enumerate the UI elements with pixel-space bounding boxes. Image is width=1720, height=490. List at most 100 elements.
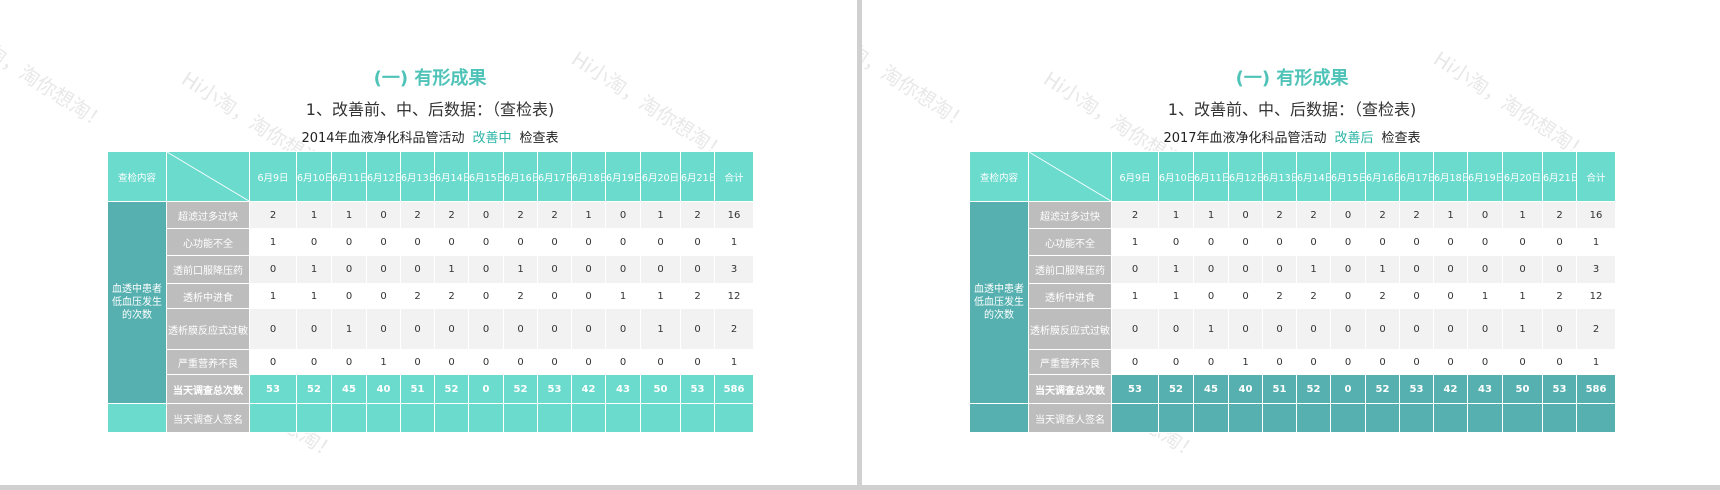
group-blank-cell	[969, 403, 1029, 433]
signature-cell[interactable]	[1193, 403, 1229, 433]
signature-cell[interactable]	[1111, 403, 1159, 433]
row-label: 透前口服降压药	[1028, 255, 1112, 284]
column-header: 6月15日	[1330, 151, 1366, 202]
value-cell: 0	[1502, 255, 1543, 284]
value-cell: 0	[680, 349, 715, 375]
value-cell: 1	[1111, 283, 1159, 309]
signature-cell[interactable]	[503, 403, 538, 433]
value-cell: 0	[1296, 349, 1331, 375]
signature-cell[interactable]	[1433, 403, 1468, 433]
value-cell: 0	[1330, 228, 1366, 256]
signature-cell[interactable]	[680, 403, 715, 433]
value-cell: 0	[503, 349, 538, 375]
bottom-bar	[0, 485, 1720, 490]
value-cell: 1	[366, 349, 401, 375]
value-cell: 0	[296, 308, 332, 350]
value-cell: 0	[1296, 228, 1331, 256]
value-cell: 0	[296, 349, 332, 375]
signature-cell[interactable]	[640, 403, 681, 433]
value-cell: 0	[640, 255, 681, 284]
value-cell: 0	[1365, 308, 1400, 350]
value-cell: 1	[296, 255, 332, 284]
value-cell: 0	[1228, 201, 1263, 229]
signature-cell[interactable]	[571, 403, 606, 433]
signature-cell[interactable]	[400, 403, 435, 433]
value-cell: 0	[503, 308, 538, 350]
signature-cell[interactable]	[1158, 403, 1194, 433]
slide-divider	[857, 0, 862, 490]
row-label: 当天调查总次数	[166, 374, 250, 404]
value-cell: 0	[640, 349, 681, 375]
total-cell: 45	[331, 374, 367, 404]
value-cell: 0	[1365, 349, 1400, 375]
signature-cell[interactable]	[1365, 403, 1400, 433]
total-cell: 51	[400, 374, 435, 404]
caption-highlight: 改善中	[472, 131, 512, 146]
value-cell: 0	[331, 283, 367, 309]
corner-label: 查检内容	[107, 151, 167, 202]
signature-cell[interactable]	[1262, 403, 1297, 433]
value-cell: 1	[1111, 228, 1159, 256]
total-cell: 52	[296, 374, 332, 404]
signature-cell[interactable]	[1399, 403, 1434, 433]
column-header: 6月14日	[1296, 151, 1331, 202]
total-cell: 53	[249, 374, 297, 404]
column-header: 6月21日	[680, 151, 715, 202]
value-cell: 0	[605, 255, 641, 284]
value-cell: 0	[537, 349, 572, 375]
value-cell: 0	[571, 228, 606, 256]
column-header: 6月9日	[249, 151, 297, 202]
row-label: 严重营养不良	[1028, 349, 1112, 375]
total-cell: 52	[1365, 374, 1400, 404]
signature-cell[interactable]	[249, 403, 297, 433]
value-cell: 0	[1296, 308, 1331, 350]
total-cell: 50	[1502, 374, 1543, 404]
signature-cell[interactable]	[1296, 403, 1331, 433]
value-cell: 2	[503, 201, 538, 229]
signature-cell[interactable]	[1467, 403, 1503, 433]
value-cell: 0	[1399, 228, 1434, 256]
value-cell: 1	[605, 283, 641, 309]
signature-cell[interactable]	[605, 403, 641, 433]
signature-cell[interactable]	[714, 403, 754, 433]
value-cell: 0	[1158, 349, 1194, 375]
group-label: 血透中患者低血压发生的次数	[969, 201, 1029, 404]
signature-cell[interactable]	[1228, 403, 1263, 433]
row-label: 当天调查人签名	[1028, 403, 1112, 433]
value-cell: 0	[434, 308, 469, 350]
value-cell: 0	[1542, 349, 1577, 375]
caption-suffix: 检查表	[1381, 131, 1421, 146]
value-cell: 0	[680, 308, 715, 350]
value-cell: 1	[640, 283, 681, 309]
signature-cell[interactable]	[1576, 403, 1616, 433]
signature-cell[interactable]	[331, 403, 367, 433]
value-cell: 2	[434, 283, 469, 309]
signature-cell[interactable]	[1542, 403, 1577, 433]
total-cell: 586	[1576, 374, 1616, 404]
value-cell: 2	[400, 283, 435, 309]
signature-cell[interactable]	[434, 403, 469, 433]
value-cell: 0	[1111, 255, 1159, 284]
signature-cell[interactable]	[1330, 403, 1366, 433]
value-cell: 0	[1262, 255, 1297, 284]
column-header: 6月21日	[1542, 151, 1577, 202]
signature-cell[interactable]	[537, 403, 572, 433]
column-header: 6月17日	[537, 151, 572, 202]
total-cell: 52	[1296, 374, 1331, 404]
value-cell: 0	[1433, 255, 1468, 284]
row-label: 严重营养不良	[166, 349, 250, 375]
value-cell: 0	[1433, 283, 1468, 309]
signature-cell[interactable]	[296, 403, 332, 433]
section-title: (一) 有形成果	[1235, 68, 1349, 89]
signature-cell[interactable]	[366, 403, 401, 433]
signature-cell[interactable]	[468, 403, 504, 433]
value-cell: 0	[1467, 201, 1503, 229]
column-header: 6月18日	[1433, 151, 1468, 202]
signature-cell[interactable]	[1502, 403, 1543, 433]
value-cell: 0	[331, 255, 367, 284]
value-cell: 0	[1433, 228, 1468, 256]
